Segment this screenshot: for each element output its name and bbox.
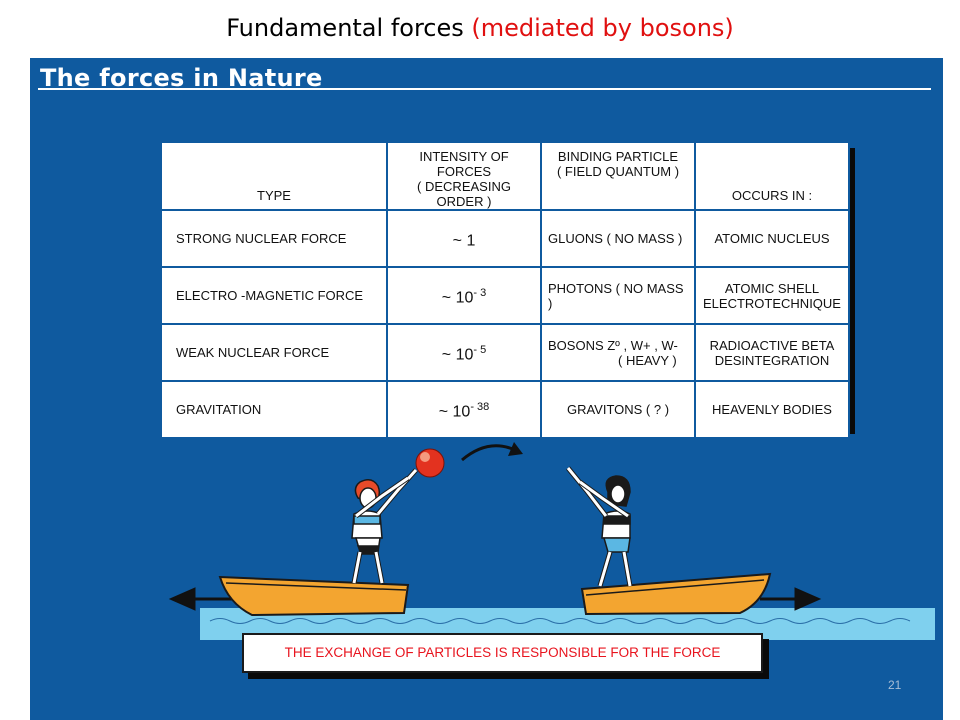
motion-arrow xyxy=(461,442,523,462)
cell-particle: GLUONS ( NO MASS ) xyxy=(540,209,696,268)
water-ripples xyxy=(209,618,911,624)
table-header-row: TYPE INTENSITY OF FORCES( DECREASING ORD… xyxy=(160,141,850,211)
page-number: 21 xyxy=(888,678,902,692)
table-row: ELECTRO -MAGNETIC FORCE ~ 10- 3 PHOTONS … xyxy=(160,266,850,325)
cell-occurs: HEAVENLY BODIES xyxy=(694,380,850,439)
cell-intensity: ~ 10- 38 xyxy=(386,380,542,439)
cell-particle: GRAVITONS ( ? ) xyxy=(540,380,696,439)
cell-intensity: ~ 1 xyxy=(386,209,542,268)
forces-table: TYPE INTENSITY OF FORCES( DECREASING ORD… xyxy=(160,141,850,439)
particle-exchange-illustration xyxy=(168,442,935,640)
table-row: WEAK NUCLEAR FORCE ~ 10- 5 BOSONS Zº , W… xyxy=(160,323,850,382)
right-boat xyxy=(580,572,772,616)
slide-title: Fundamental forces (mediated by bosons) xyxy=(0,14,960,42)
content-panel: The forces in Nature TYPE INTENSITY OF F… xyxy=(30,58,943,720)
cell-intensity: ~ 10- 3 xyxy=(386,266,542,325)
heading-divider xyxy=(38,88,931,90)
header-binding-particle: BINDING PARTICLE( FIELD QUANTUM ) xyxy=(540,141,696,211)
header-occurs-in: OCCURS IN : xyxy=(694,141,850,211)
cell-type: WEAK NUCLEAR FORCE xyxy=(160,323,388,382)
table-row: STRONG NUCLEAR FORCE ~ 1 GLUONS ( NO MAS… xyxy=(160,209,850,268)
right-person xyxy=(566,466,633,587)
slide-title-main: Fundamental forces xyxy=(226,14,464,42)
left-boat xyxy=(218,575,410,617)
slide-title-subtitle: (mediated by bosons) xyxy=(471,14,734,42)
header-intensity: INTENSITY OF FORCES( DECREASING ORDER ) xyxy=(386,141,542,211)
panel-heading: The forces in Nature xyxy=(40,64,323,92)
cell-intensity: ~ 10- 5 xyxy=(386,323,542,382)
caption-text: THE EXCHANGE OF PARTICLES IS RESPONSIBLE… xyxy=(284,645,721,660)
table-row: GRAVITATION ~ 10- 38 GRAVITONS ( ? ) HEA… xyxy=(160,380,850,439)
cell-particle: PHOTONS ( NO MASS ) xyxy=(540,266,696,325)
caption-box: THE EXCHANGE OF PARTICLES IS RESPONSIBLE… xyxy=(242,633,763,673)
right-arrow xyxy=(760,587,822,611)
cell-particle: BOSONS Zº , W+ , W-( HEAVY ) xyxy=(540,323,696,382)
cell-occurs: ATOMIC NUCLEUS xyxy=(694,209,850,268)
cell-type: GRAVITATION xyxy=(160,380,388,439)
ball xyxy=(415,448,445,478)
left-person xyxy=(351,468,418,584)
cell-type: STRONG NUCLEAR FORCE xyxy=(160,209,388,268)
header-type: TYPE xyxy=(160,141,388,211)
cell-type: ELECTRO -MAGNETIC FORCE xyxy=(160,266,388,325)
